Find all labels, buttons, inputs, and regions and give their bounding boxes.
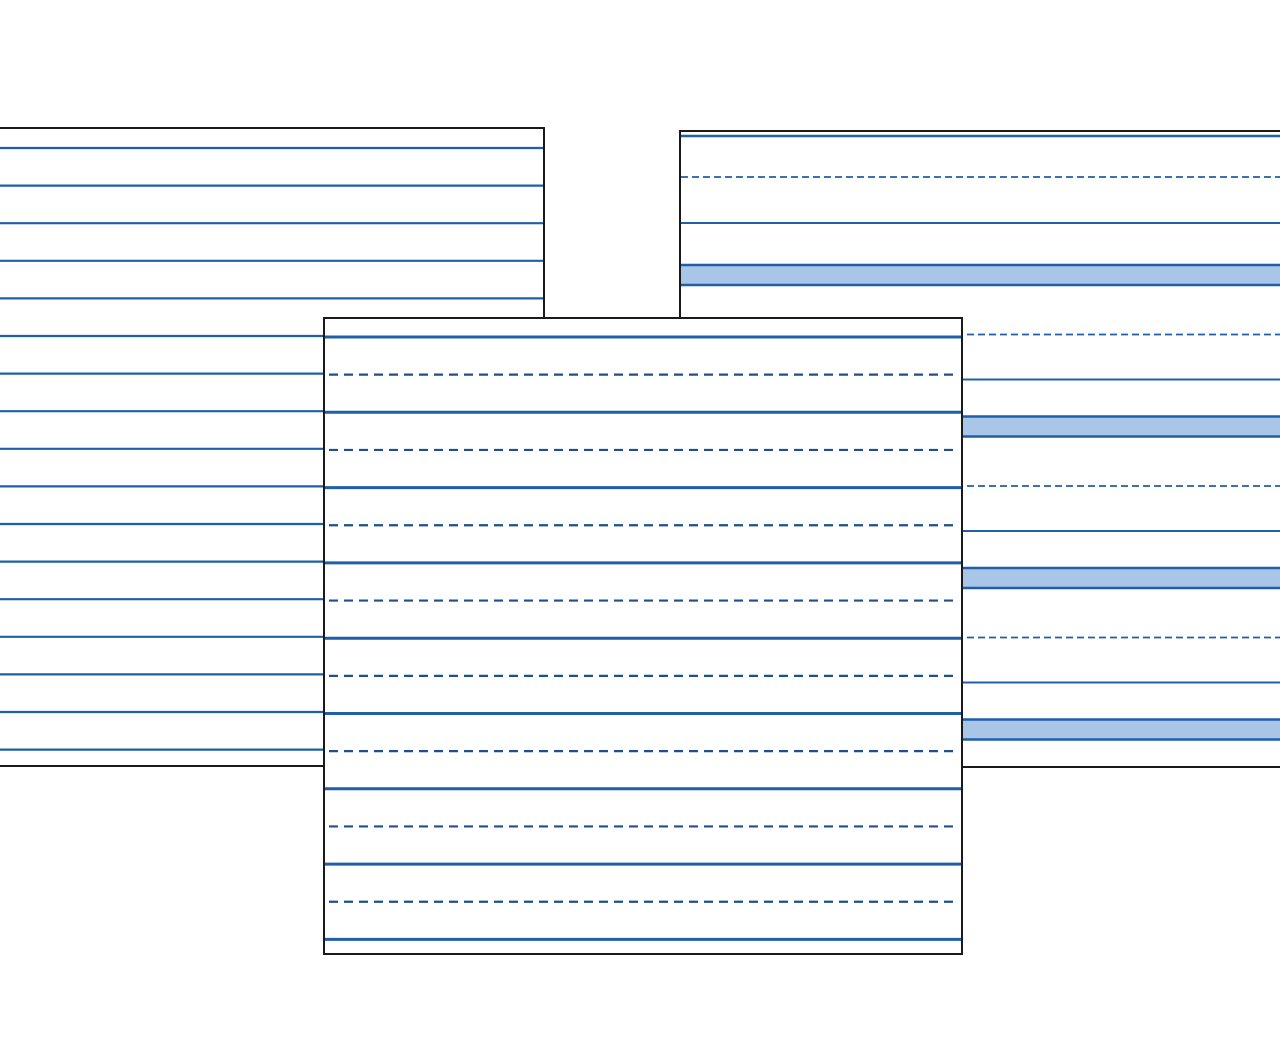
primary-handwriting-paper-sheet	[323, 317, 963, 955]
highlight-band	[681, 265, 1280, 285]
handwriting-lines	[325, 335, 961, 941]
